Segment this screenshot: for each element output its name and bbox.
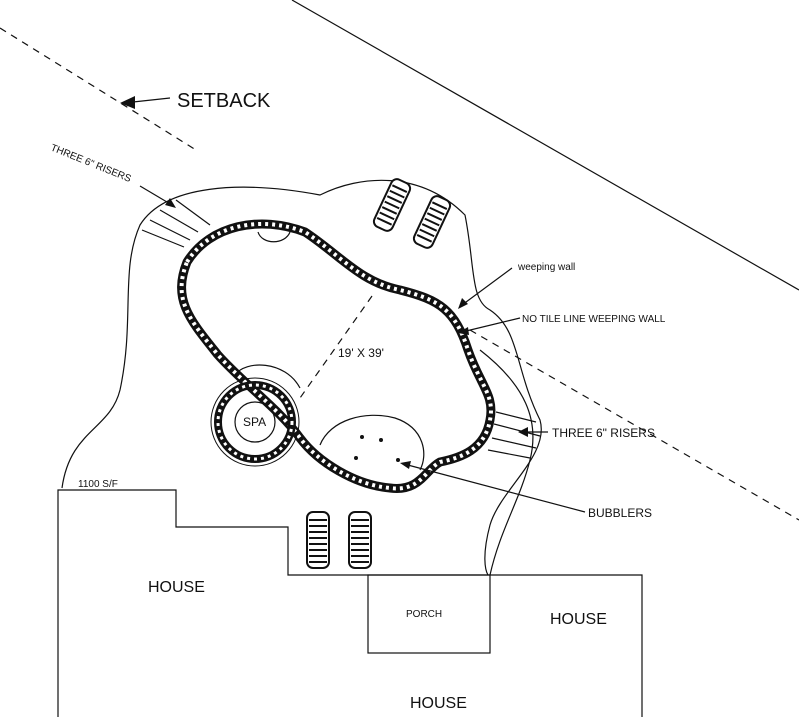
house-right-label: HOUSE <box>550 611 607 628</box>
leader-risers-top <box>139 185 176 208</box>
house-bottom-label: HOUSE <box>410 695 467 712</box>
setback-label: SETBACK <box>177 90 271 112</box>
leader-bubblers <box>400 461 586 513</box>
spa-label: SPA <box>243 415 266 429</box>
sun-shelf <box>319 414 425 471</box>
risers-right <box>487 411 541 459</box>
setback-line-top <box>0 27 197 151</box>
setback-arrow <box>120 96 171 109</box>
porch-outline <box>367 574 491 654</box>
deck-outline <box>61 179 542 576</box>
leader-weeping-wall <box>458 267 513 309</box>
porch-label: PORCH <box>406 609 442 620</box>
house-outline <box>57 489 643 717</box>
bubbler-dots <box>354 435 400 462</box>
lounge-chair-top-2 <box>412 195 452 249</box>
leader-no-tile-line <box>458 317 521 335</box>
area-label: 1100 S/F <box>78 479 118 490</box>
leader-risers-right <box>518 427 548 437</box>
pool-width-line <box>299 295 373 399</box>
property-line <box>291 0 799 291</box>
no-tile-line-label: NO TILE LINE WEEPING WALL <box>522 314 666 325</box>
weeping-wall-label: weeping wall <box>517 262 575 273</box>
house-left-label: HOUSE <box>148 579 205 596</box>
weeping-wall-curve <box>479 349 534 576</box>
bubblers-label: BUBBLERS <box>588 506 652 520</box>
entry-step-top <box>257 231 291 243</box>
entry-step-left <box>234 364 301 389</box>
pool-coping-pattern <box>179 222 493 491</box>
risers-top <box>141 199 211 248</box>
setback-line-right <box>469 329 799 521</box>
lounge-chair-bottom-1 <box>306 511 330 569</box>
risers-top-label: THREE 6" RISERS <box>49 143 133 185</box>
lounge-chair-top-1 <box>372 178 412 232</box>
risers-right-label: THREE 6" RISERS <box>552 426 655 440</box>
pool-dimensions-label: 19' X 39' <box>338 346 384 360</box>
spa <box>210 377 300 467</box>
lounge-chair-bottom-2 <box>348 511 372 569</box>
